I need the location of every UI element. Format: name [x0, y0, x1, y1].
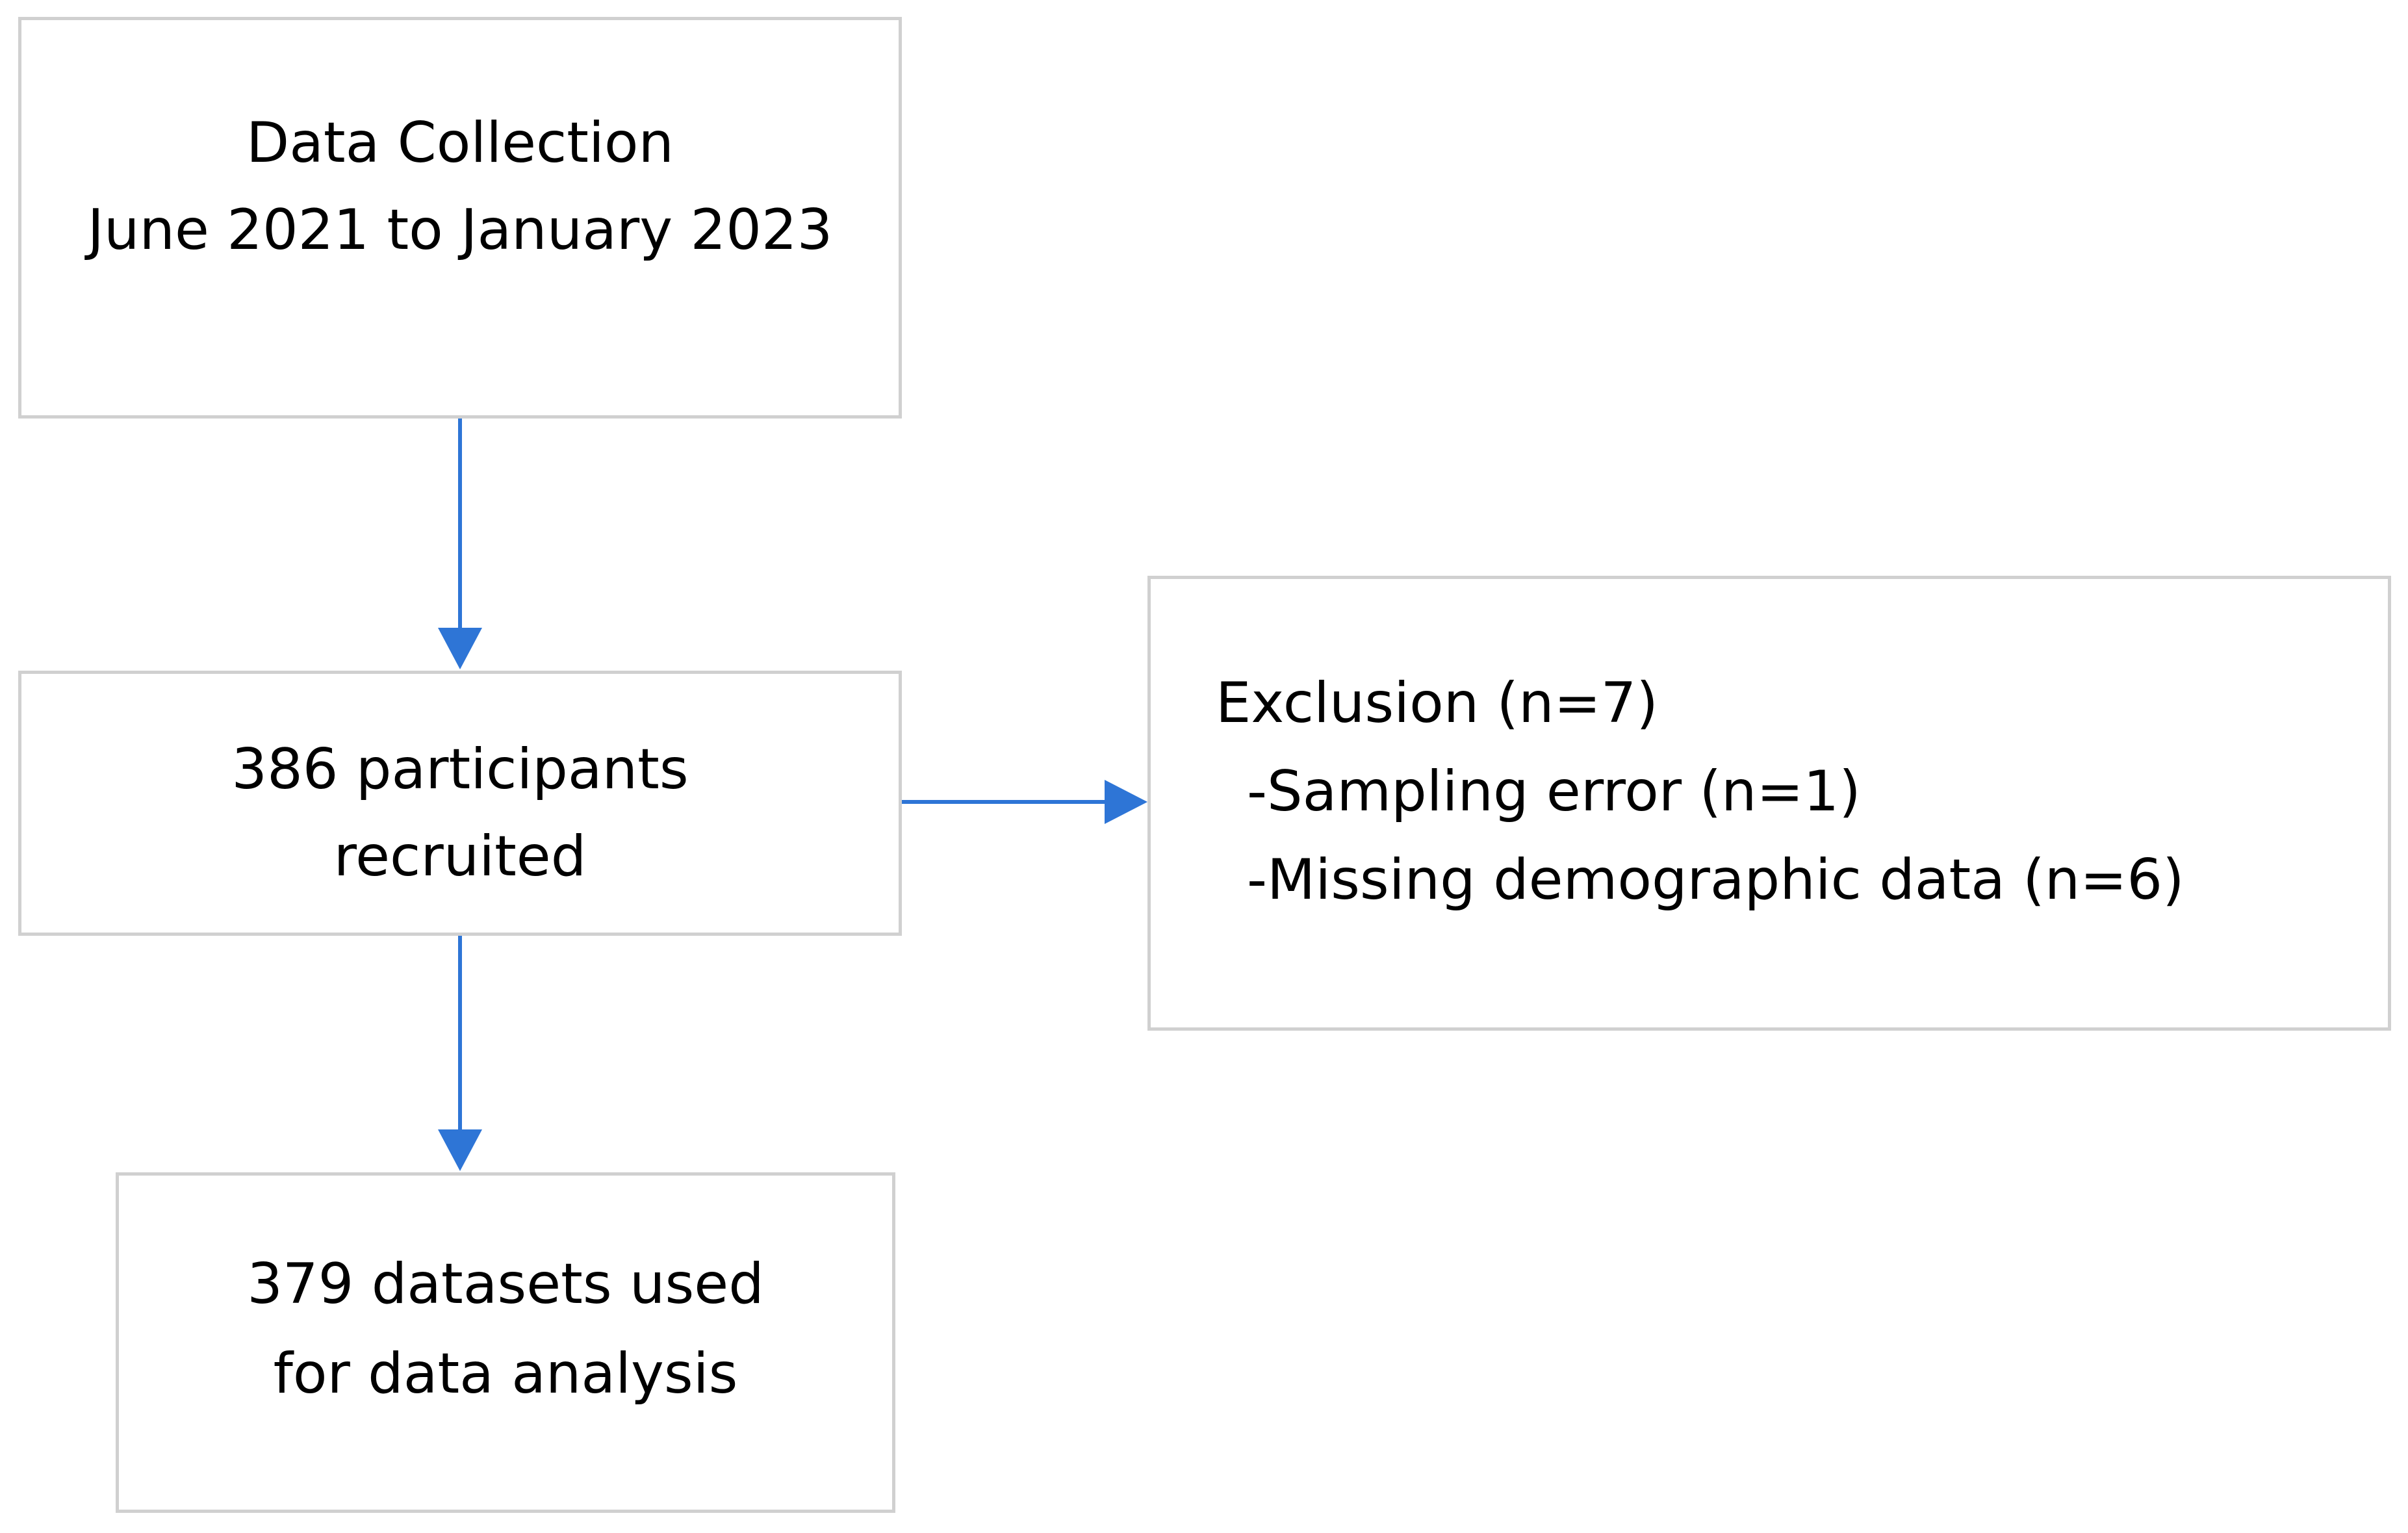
- datasets-used-box: 379 datasets used for data analysis: [116, 1172, 895, 1513]
- arrow-collection-to-recruited: [438, 419, 482, 669]
- exclusion-box: Exclusion (n=7) -Sampling error (n=1) -M…: [1147, 576, 2391, 1031]
- exclusion-title: Exclusion (n=7): [1216, 671, 1658, 736]
- participants-recruited-box: 386 participants recruited: [18, 671, 902, 936]
- data-collection-period: June 2021 to January 2023: [87, 198, 833, 263]
- data-collection-box: Data Collection June 2021 to January 202…: [18, 17, 902, 419]
- arrow-recruited-to-datasets: [438, 936, 482, 1171]
- arrow-recruited-to-exclusion: [902, 780, 1147, 824]
- datasets-count: 379 datasets used: [247, 1252, 764, 1317]
- participants-count: 386 participants: [231, 737, 689, 802]
- exclusion-missing-data: -Missing demographic data (n=6): [1247, 847, 2184, 912]
- data-collection-title: Data Collection: [246, 110, 674, 175]
- datasets-purpose: for data analysis: [273, 1341, 738, 1406]
- exclusion-sampling-error: -Sampling error (n=1): [1247, 759, 1861, 824]
- participants-recruited-label: recruited: [333, 824, 587, 889]
